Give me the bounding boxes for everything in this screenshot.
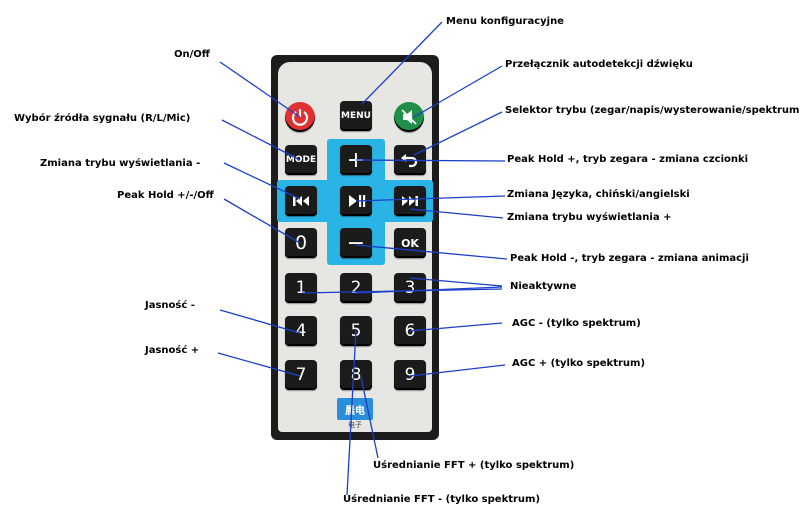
brand-logo-text: 晨电: [345, 405, 365, 417]
label-autodetect: Przełącznik autodetekcji dźwięku: [505, 59, 693, 70]
label-agc-minus: AGC - (tylko spektrum): [512, 318, 641, 329]
digit-6-label: 6: [404, 321, 416, 341]
ok-button[interactable]: OK: [394, 228, 426, 258]
prev-button[interactable]: [285, 186, 317, 216]
plus-button[interactable]: +: [340, 145, 372, 175]
return-icon: [401, 154, 418, 168]
digit-5-label: 5: [350, 321, 362, 341]
label-peak-plus: Peak Hold +, tryb zegara - zmiana czcion…: [507, 154, 749, 165]
mode-button-label: MODE: [285, 155, 317, 165]
label-peak-minus: Peak Hold -, tryb zegara - zmiana animac…: [510, 253, 749, 264]
digit-3-label: 3: [404, 278, 416, 298]
digit-5-button[interactable]: 5: [340, 316, 372, 346]
mode-button[interactable]: MODE: [285, 145, 317, 175]
digit-8-label: 8: [350, 365, 362, 385]
label-fft-minus: Uśrednianie FFT - (tylko spektrum): [343, 494, 541, 505]
digit-1-label: 1: [295, 278, 307, 298]
minus-button-label: −: [346, 230, 366, 256]
power-icon: [291, 109, 309, 126]
label-brightness-plus: Jasność +: [145, 345, 200, 356]
digit-2-label: 2: [350, 278, 362, 298]
label-agc-plus: AGC + (tylko spektrum): [512, 358, 646, 369]
menu-button-label: MENU: [341, 111, 371, 121]
digit-7-button[interactable]: 7: [285, 360, 317, 390]
mute-button[interactable]: [394, 102, 424, 132]
label-brightness-minus: Jasność -: [145, 300, 195, 311]
label-display-mode-plus: Zmiana trybu wyświetlania +: [507, 212, 672, 223]
prev-icon: [293, 196, 309, 206]
digit-4-button[interactable]: 4: [285, 316, 317, 346]
digit-0-label: 0: [294, 232, 308, 254]
next-icon: [402, 196, 418, 206]
label-onoff: On/Off: [174, 49, 210, 60]
label-fft-plus: Uśrednianie FFT + (tylko spektrum): [373, 460, 575, 471]
play-pause-button[interactable]: [340, 186, 372, 216]
brand-logo: 晨电: [337, 398, 373, 420]
ok-button-label: OK: [401, 236, 419, 250]
minus-button[interactable]: −: [340, 228, 372, 258]
label-language: Zmiana Języka, chiński/angielski: [507, 189, 690, 200]
label-mode-selector: Selektor trybu (zegar/napis/wysterowanie…: [505, 105, 800, 116]
digit-7-label: 7: [295, 365, 307, 385]
label-source: Wybór źródła sygnału (R/L/Mic): [14, 113, 191, 124]
digit-8-button[interactable]: 8: [340, 360, 372, 390]
next-button[interactable]: [394, 186, 426, 216]
play-pause-icon: [349, 195, 366, 207]
digit-4-label: 4: [295, 321, 307, 341]
digit-3-button[interactable]: 3: [394, 273, 426, 303]
plus-button-label: +: [346, 147, 366, 173]
power-button[interactable]: [285, 102, 315, 132]
return-button[interactable]: [394, 145, 426, 175]
digit-1-button[interactable]: 1: [285, 273, 317, 303]
mute-icon: [401, 109, 417, 125]
digit-2-button[interactable]: 2: [340, 273, 372, 303]
label-inactive: Nieaktywne: [510, 281, 577, 292]
menu-button[interactable]: MENU: [340, 101, 372, 131]
brand-subtitle: 电子: [348, 421, 362, 429]
label-display-mode-minus: Zmiana trybu wyświetlania -: [40, 158, 201, 169]
digit-9-button[interactable]: 9: [394, 360, 426, 390]
digit-9-label: 9: [404, 365, 416, 385]
label-menu: Menu konfiguracyjne: [446, 16, 564, 27]
digit-0-button[interactable]: 0: [285, 228, 317, 258]
label-peak-cycle: Peak Hold +/-/Off: [117, 190, 214, 201]
digit-6-button[interactable]: 6: [394, 316, 426, 346]
